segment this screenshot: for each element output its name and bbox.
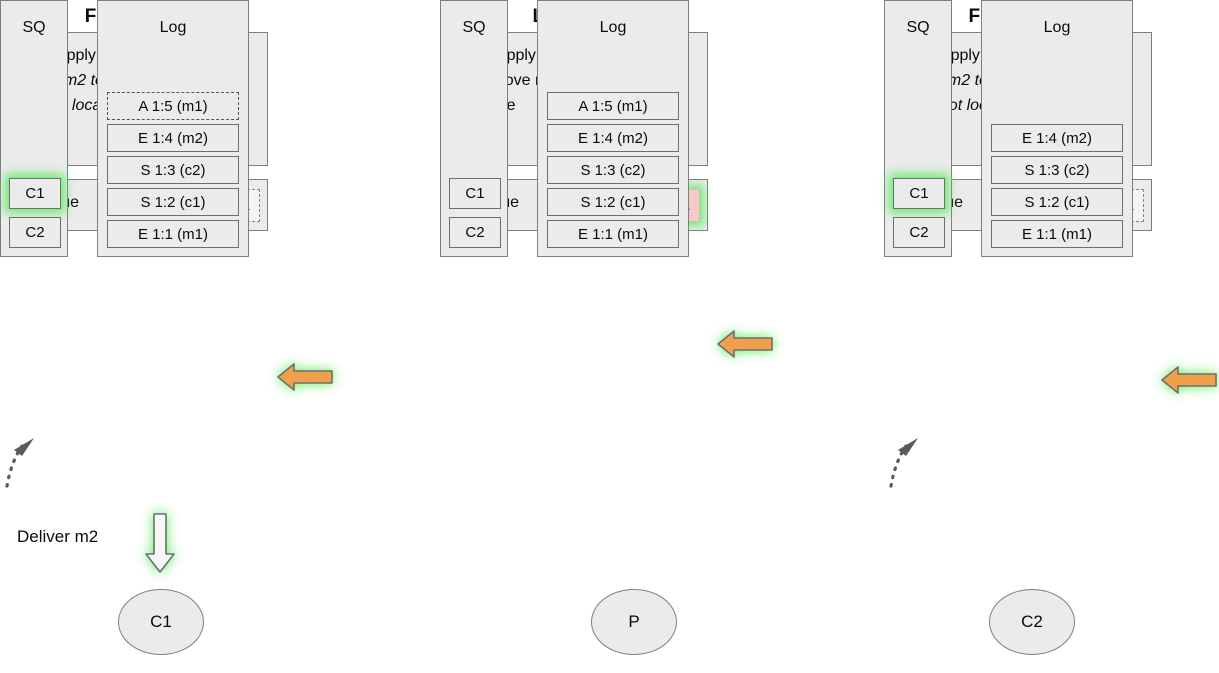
sq-title: SQ <box>906 19 930 36</box>
deliver-arrow-icon <box>144 512 176 574</box>
deliver-label: Deliver m2 <box>17 527 99 546</box>
log-entry-s13[interactable]: S 1:3 (c2) <box>991 156 1123 184</box>
log-entry-e14[interactable]: E 1:4 (m2) <box>547 124 679 152</box>
commit-arrow-icon-b <box>716 327 774 361</box>
sq-item-c1[interactable]: C1 <box>9 178 61 209</box>
log-box-follower-a: Log A 1:5 (m1) E 1:4 (m2) S 1:3 (c2) S 1… <box>97 0 249 257</box>
log-items: A 1:5 (m1) E 1:4 (m2) S 1:3 (c2) S 1:2 (… <box>107 92 239 248</box>
state-body-follower-a: SQ C1 C2 Log A 1:5 (m1) E 1:4 (m2) S 1:3… <box>0 0 249 257</box>
log-title: Log <box>1043 19 1071 36</box>
log-entry-s12[interactable]: S 1:2 (c1) <box>547 188 679 216</box>
log-box-follower-c: Log E 1:4 (m2) S 1:3 (c2) S 1:2 (c1) E 1… <box>981 0 1133 257</box>
log-entry-e11[interactable]: E 1:1 (m1) <box>547 220 679 248</box>
log-entry-s13[interactable]: S 1:3 (c2) <box>107 156 239 184</box>
column-follower-c: Follower C On Apply Add m2 to queue C1 n… <box>884 0 1217 673</box>
client-node-c1[interactable]: C1 <box>118 589 204 655</box>
column-leader-b: Leader B On Apply Remove m1 from queue Q… <box>440 0 773 673</box>
state-body-follower-c: SQ C1 C2 Log E 1:4 (m2) S 1:3 (c2) S 1:2… <box>884 0 1133 257</box>
sq-items: C1 C2 <box>893 178 945 248</box>
log-entry-s12[interactable]: S 1:2 (c1) <box>991 188 1123 216</box>
log-entry-a15[interactable]: A 1:5 (m1) <box>547 92 679 120</box>
client-node-p[interactable]: P <box>591 589 677 655</box>
sq-item-c2[interactable]: C2 <box>449 217 501 248</box>
log-title: Log <box>159 19 187 36</box>
commit-arrow-icon-c <box>1160 363 1218 397</box>
sq-title: SQ <box>22 19 46 36</box>
sq-box-follower-a: SQ C1 C2 <box>0 0 68 257</box>
log-entry-s12[interactable]: S 1:2 (c1) <box>107 188 239 216</box>
log-items: A 1:5 (m1) E 1:4 (m2) S 1:3 (c2) S 1:2 (… <box>547 92 679 248</box>
commit-arrow-icon-a <box>276 360 334 394</box>
sq-item-c1[interactable]: C1 <box>449 178 501 209</box>
log-entry-s13[interactable]: S 1:3 (c2) <box>547 156 679 184</box>
client-node-c2[interactable]: C2 <box>989 589 1075 655</box>
log-entry-e14[interactable]: E 1:4 (m2) <box>107 124 239 152</box>
sq-items: C1 C2 <box>449 178 501 248</box>
log-entry-e11[interactable]: E 1:1 (m1) <box>991 220 1123 248</box>
log-entry-e14[interactable]: E 1:4 (m2) <box>991 124 1123 152</box>
sq-delivery-pointer <box>0 412 46 488</box>
state-body-leader-b: SQ C1 C2 Log A 1:5 (m1) E 1:4 (m2) S 1:3… <box>440 0 689 257</box>
log-entry-e11[interactable]: E 1:1 (m1) <box>107 220 239 248</box>
sq-delivery-pointer <box>884 412 930 488</box>
sq-box-follower-c: SQ C1 C2 <box>884 0 952 257</box>
sq-item-c1[interactable]: C1 <box>893 178 945 209</box>
column-follower-a: Follower A On Apply Add m2 to queue C1 i… <box>0 0 333 673</box>
log-items: E 1:4 (m2) S 1:3 (c2) S 1:2 (c1) E 1:1 (… <box>991 124 1123 248</box>
log-box-leader-b: Log A 1:5 (m1) E 1:4 (m2) S 1:3 (c2) S 1… <box>537 0 689 257</box>
sq-title: SQ <box>462 19 486 36</box>
sq-item-c2[interactable]: C2 <box>9 217 61 248</box>
sq-items: C1 C2 <box>9 178 61 248</box>
sq-box-leader-b: SQ C1 C2 <box>440 0 508 257</box>
log-entry-a15[interactable]: A 1:5 (m1) <box>107 92 239 120</box>
log-title: Log <box>599 19 627 36</box>
sq-item-c2[interactable]: C2 <box>893 217 945 248</box>
